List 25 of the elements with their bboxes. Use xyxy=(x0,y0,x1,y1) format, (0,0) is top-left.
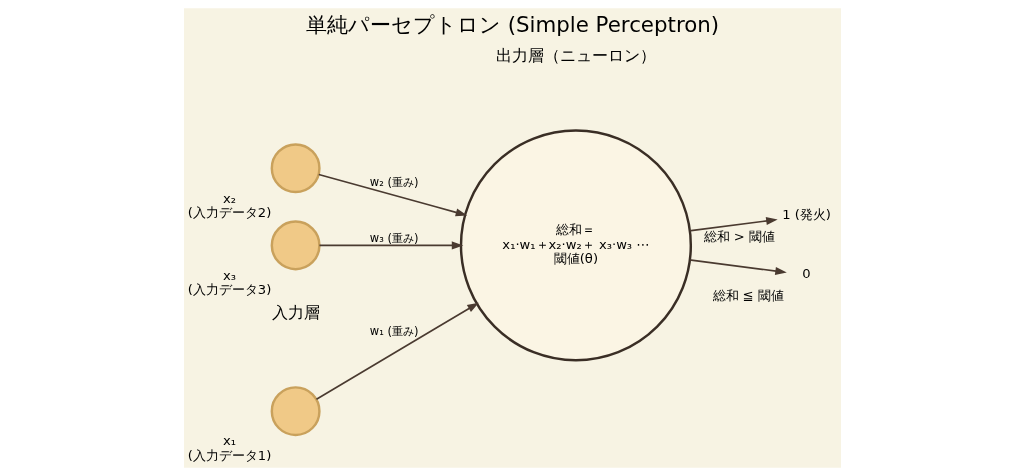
node-text: 0 xyxy=(801,266,811,282)
node-label: (入力データ3) xyxy=(187,282,271,298)
arrow xyxy=(688,216,778,232)
node-label: x₂ xyxy=(222,190,236,206)
diagram-title: 単純パーセプトロン (Simple Perceptron) xyxy=(305,11,719,37)
arrow xyxy=(317,173,467,217)
arrow xyxy=(318,241,463,250)
node-label: (入力データ1) xyxy=(187,448,271,464)
label: 入力層 xyxy=(271,302,320,322)
label: 出力層（ニューロン） xyxy=(495,45,656,65)
node-circle: 総和＝ x₁·w₁＋x₂·w₂＋ x₃·w₃ ⋯ 閾値(θ) xyxy=(459,129,692,362)
edge-label: w₂ (重み) xyxy=(369,175,418,190)
arrow xyxy=(315,302,479,401)
node-label: 総和 > 閾値 xyxy=(703,229,775,245)
node-text: 1 (発火) xyxy=(781,206,831,222)
node-circle xyxy=(270,220,321,271)
node-circle xyxy=(270,386,321,437)
node-label: 総和 ≦ 閾値 xyxy=(712,288,784,304)
edge-label: w₁ (重み) xyxy=(369,324,418,339)
node-circle xyxy=(270,143,321,194)
node-label: x₃ xyxy=(222,267,236,283)
node-label: (入力データ2) xyxy=(187,205,271,221)
node-label: x₁ xyxy=(222,433,236,449)
edge-label: w₃ (重み) xyxy=(369,231,418,246)
arrow xyxy=(688,259,787,275)
